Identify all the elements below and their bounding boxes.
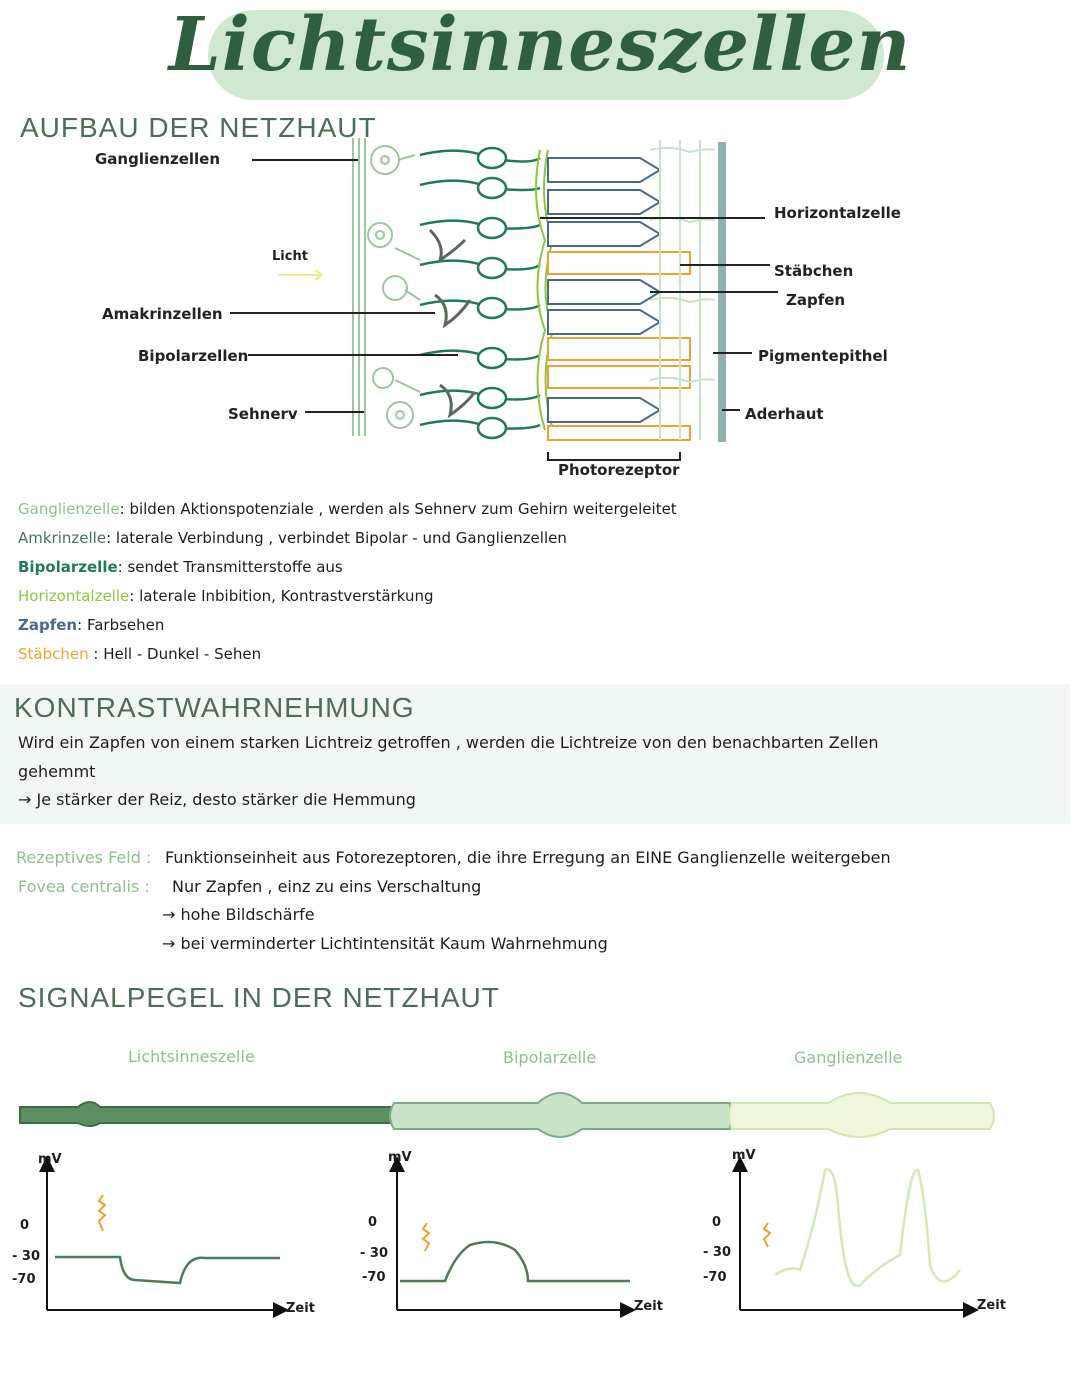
graph1-x-label: Zeit <box>286 1301 315 1316</box>
contrast-line-3: → Je stärker der Reiz, desto stärker die… <box>18 790 416 809</box>
label-aderhaut: Aderhaut <box>745 405 824 423</box>
stimulus-arrow-3 <box>762 1222 772 1248</box>
label-amakrinzellen: Amakrinzellen <box>102 305 223 323</box>
label-photorezeptor: Photorezeptor <box>558 461 680 479</box>
heading-signal: SIGNALPEGEL IN DER NETZHAUT <box>18 982 500 1013</box>
graph3-x-label: Zeit <box>977 1298 1006 1313</box>
cone-cells <box>547 157 662 423</box>
graph1-tick-0: 0 <box>20 1218 30 1233</box>
contrast-line-1: Wird ein Zapfen von einem starken Lichtr… <box>18 733 879 752</box>
legend-item-ganglienzelle: Ganglienzelle: bilden Aktionspotenziale … <box>18 500 677 518</box>
graph2-tick-30: - 30 <box>360 1246 389 1261</box>
legend-item-amakrinzelle: Amkrinzelle: laterale Verbindung , verbi… <box>18 529 567 547</box>
graph3-tick-0: 0 <box>712 1215 722 1230</box>
label-pigmentepithel: Pigmentepithel <box>758 347 888 365</box>
contrast-line-2: gehemmt <box>18 762 96 781</box>
term-receptive-field: Rezeptives Feld : <box>16 848 152 867</box>
label-bipolarzellen: Bipolarzellen <box>138 347 249 365</box>
graph3-tick-70: -70 <box>703 1270 727 1285</box>
rod-cells <box>547 251 691 441</box>
signal-graphs <box>39 1156 979 1318</box>
page-title: Lichtsinneszellen <box>168 2 912 88</box>
label-horizontalzelle: Horizontalzelle <box>774 204 901 222</box>
ganglion-cell-shape <box>728 1092 995 1138</box>
term-fovea: Fovea centralis : <box>18 877 150 896</box>
graph1-y-label: mV <box>38 1152 62 1167</box>
heading-retina: AUFBAU DER NETZHAUT <box>20 112 377 143</box>
label-licht: Licht <box>272 249 308 264</box>
legend-item-staebchen: Stäbchen : Hell - Dunkel - Sehen <box>18 645 262 663</box>
legend-item-zapfen: Zapfen: Farbsehen <box>18 616 165 634</box>
bipolar-cell-shape <box>389 1092 731 1138</box>
legend-item-horizontalzelle: Horizontalzelle: laterale Inbibition, Ko… <box>18 587 434 605</box>
nerve-fibers <box>352 138 366 436</box>
ganglion-cells <box>367 145 421 429</box>
bipolar-cells <box>419 146 541 440</box>
title-highlight <box>208 10 884 100</box>
retina-diagram <box>230 138 778 461</box>
cell-chain <box>19 1092 995 1138</box>
cell-label-bipolarzelle: Bipolarzelle <box>503 1048 597 1067</box>
text-fovea-3: → bei verminderter Lichtintensität Kaum … <box>162 934 608 953</box>
graph2-x-label: Zeit <box>634 1299 663 1314</box>
graph3-tick-30: - 30 <box>703 1245 732 1260</box>
stimulus-arrow-2 <box>421 1222 431 1252</box>
graph3-y-label: mV <box>732 1148 756 1163</box>
graph2-y-label: mV <box>388 1150 412 1165</box>
pigment-epithelium <box>649 140 716 440</box>
text-fovea-2: → hohe Bildschärfe <box>162 905 315 924</box>
stimulus-arrow-1 <box>97 1194 107 1232</box>
text-receptive-field: Funktionseinheit aus Fotorezeptoren, die… <box>165 848 891 867</box>
label-ganglienzellen: Ganglienzellen <box>95 150 221 168</box>
label-sehnerv: Sehnerv <box>228 405 298 423</box>
amacrine-cells <box>428 228 477 419</box>
label-zapfen: Zapfen <box>786 291 846 309</box>
label-staebchen: Stäbchen <box>774 262 854 280</box>
cell-label-lichtsinneszelle: Lichtsinneszelle <box>128 1047 255 1066</box>
photoreceptor-cell-shape <box>19 1101 393 1127</box>
legend-list: Ganglienzelle: bilden Aktionspotenziale … <box>18 500 677 674</box>
graph1-tick-30: - 30 <box>12 1249 41 1264</box>
cell-label-ganglienzelle: Ganglienzelle <box>794 1048 903 1067</box>
graph2-tick-0: 0 <box>368 1215 378 1230</box>
graph2-tick-70: -70 <box>362 1270 386 1285</box>
text-fovea: Nur Zapfen , einz zu eins Verschaltung <box>172 877 482 896</box>
photoreceptor-signal-curve <box>55 1255 280 1285</box>
heading-contrast: KONTRASTWAHRNEHMUNG <box>14 692 415 723</box>
contrast-band <box>0 684 1070 824</box>
graph1-tick-70: -70 <box>12 1272 36 1287</box>
ganglion-signal-curve <box>774 1168 961 1288</box>
pointer-lines <box>230 159 778 461</box>
horizontal-cells <box>535 149 555 431</box>
bipolar-signal-curve <box>400 1240 630 1283</box>
legend-item-bipolarzelle: Bipolarzelle: sendet Transmitterstoffe a… <box>18 558 343 576</box>
